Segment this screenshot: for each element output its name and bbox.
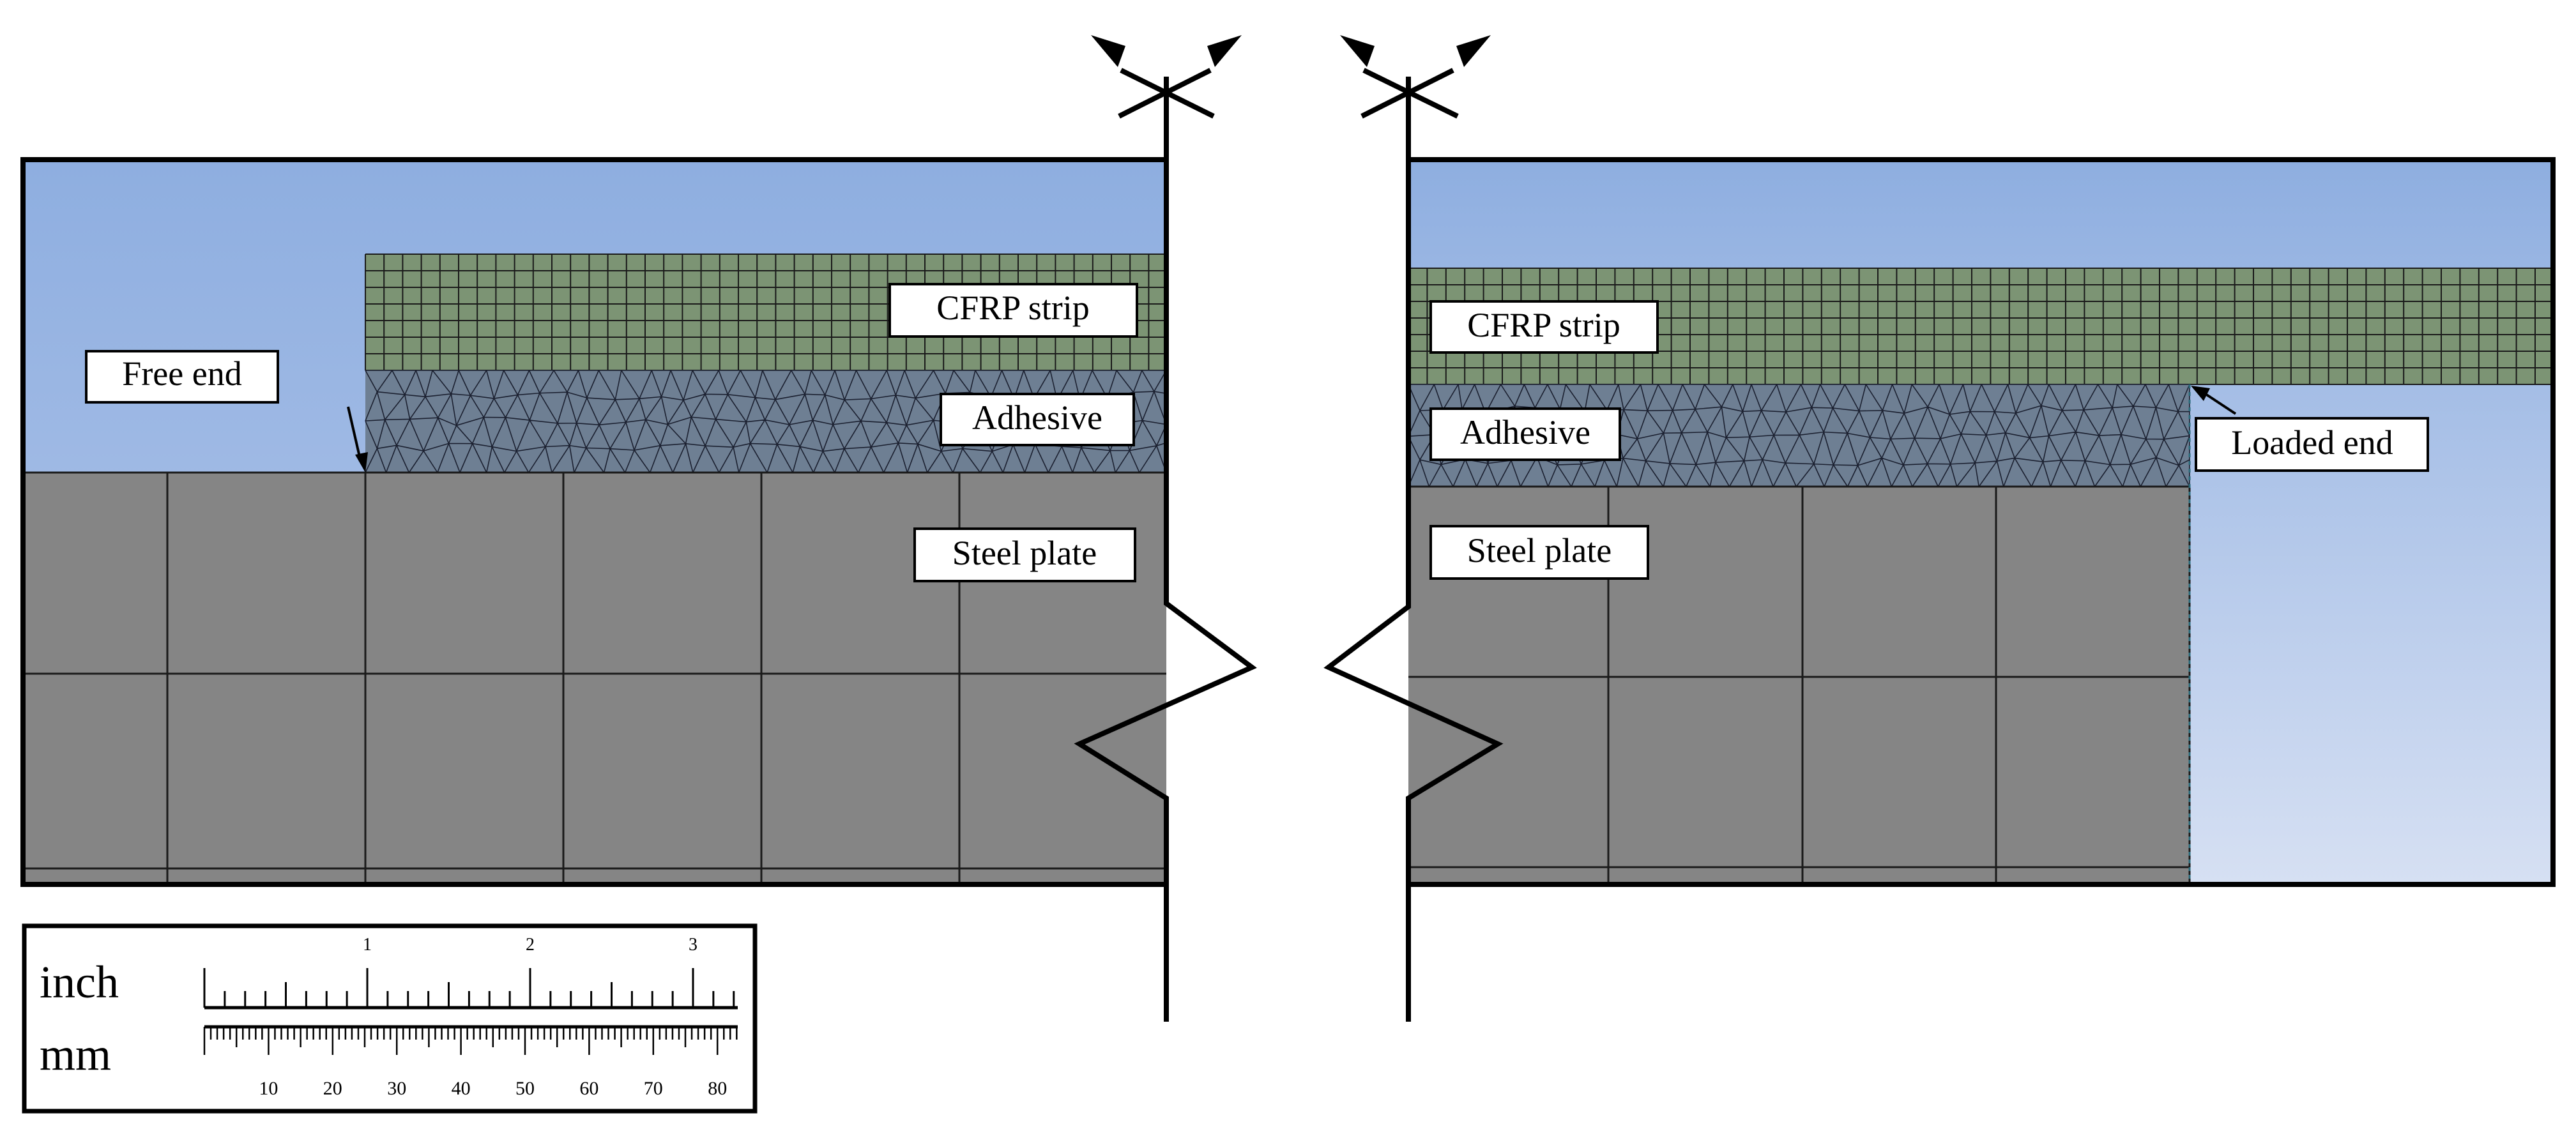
inch-tick-label: 2 [526, 935, 535, 955]
free-end-arrowhead [355, 452, 368, 473]
scale-inch-label: inch [40, 957, 119, 1008]
right-frame [1408, 157, 2556, 887]
right-steel-mesh [1408, 384, 2191, 884]
scale-mm-label: mm [40, 1029, 111, 1080]
left-adhesive-callout: Adhesive [940, 393, 1135, 446]
left-frame [20, 157, 1166, 887]
scale-bar-frame [22, 923, 758, 1114]
right-model-panel [1408, 157, 2556, 887]
right-adhesive-callout: Adhesive [1429, 407, 1621, 461]
loaded-end-label: Loaded end [2231, 423, 2393, 462]
mm-tick-label: 60 [579, 1078, 598, 1099]
mm-tick-label: 80 [708, 1078, 727, 1099]
mm-tick-label: 40 [452, 1078, 471, 1099]
mm-tick-label: 70 [644, 1078, 663, 1099]
scale-bar: inch mm 1 2 3 10 20 30 40 50 60 70 80 [22, 923, 758, 1114]
ruler: 1 2 3 10 20 30 40 50 60 70 80 [203, 935, 738, 1099]
mm-tick-label: 10 [259, 1078, 278, 1099]
right-cfrp-callout: CFRP strip [1429, 300, 1659, 354]
break-line-right [1323, 35, 1504, 1022]
right-steel-callout: Steel plate [1429, 525, 1649, 580]
left-steel-label: Steel plate [952, 534, 1097, 572]
right-adhesive-mesh [1408, 384, 2190, 487]
left-cfrp-callout: CFRP strip [888, 283, 1138, 338]
right-adhesive-label: Adhesive [1460, 413, 1590, 451]
inch-tick-label: 1 [363, 935, 372, 955]
left-adhesive-label: Adhesive [972, 398, 1102, 437]
right-cfrp-label: CFRP strip [1467, 306, 1620, 344]
loaded-end-callout: Loaded end [2191, 386, 2429, 472]
break-line-left [1074, 35, 1257, 1022]
free-end-callout: Free end [85, 350, 368, 473]
right-steel-label: Steel plate [1467, 531, 1612, 570]
free-end-leader [347, 406, 362, 463]
loaded-end-leader [2202, 391, 2237, 415]
mm-tick-label: 30 [387, 1078, 406, 1099]
loaded-end-arrowhead [2191, 386, 2210, 401]
left-cfrp-label: CFRP strip [936, 289, 1090, 327]
free-end-label: Free end [122, 354, 241, 393]
left-steel-callout: Steel plate [913, 527, 1136, 582]
mm-tick-label: 50 [515, 1078, 535, 1099]
inch-tick-label: 3 [689, 935, 697, 955]
left-model-panel [20, 157, 1166, 887]
mm-tick-label: 20 [323, 1078, 342, 1099]
